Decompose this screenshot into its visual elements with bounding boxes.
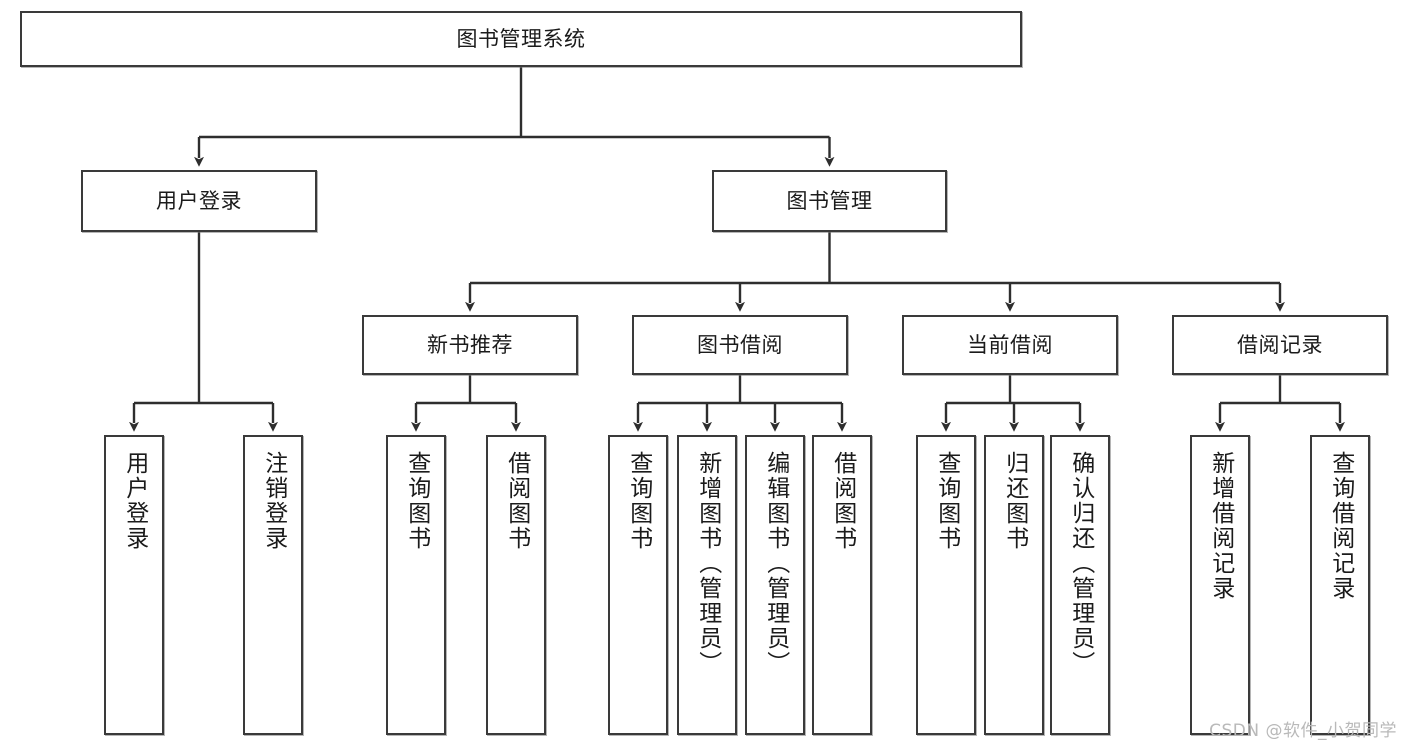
leaf-add-record-box[interactable]: 新增借阅记录 bbox=[1190, 435, 1250, 735]
new-book-rec-box[interactable]: 新书推荐 bbox=[362, 315, 578, 375]
node-label: 确认归还（管理员） bbox=[1067, 451, 1094, 676]
node-label: 用户登录 bbox=[121, 451, 148, 551]
node-label: 图书借阅 bbox=[697, 332, 783, 357]
leaf-query-book-3-box[interactable]: 查询图书 bbox=[916, 435, 976, 735]
leaf-logout-box[interactable]: 注销登录 bbox=[243, 435, 303, 735]
leaf-query-book-2-box[interactable]: 查询图书 bbox=[608, 435, 668, 735]
node-label: 借阅图书 bbox=[503, 451, 530, 551]
csdn-watermark: CSDN @软件_小贺同学 bbox=[1209, 721, 1397, 741]
node-label: 查询图书 bbox=[625, 451, 652, 551]
leaf-add-book-box[interactable]: 新增图书（管理员） bbox=[677, 435, 737, 735]
leaf-user-login-box[interactable]: 用户登录 bbox=[104, 435, 164, 735]
leaf-return-book-box[interactable]: 归还图书 bbox=[984, 435, 1044, 735]
leaf-borrow-book-1-box[interactable]: 借阅图书 bbox=[486, 435, 546, 735]
node-label: 当前借阅 bbox=[967, 332, 1053, 357]
node-label: 图书管理系统 bbox=[456, 26, 586, 51]
leaf-query-record-box[interactable]: 查询借阅记录 bbox=[1310, 435, 1370, 735]
node-label: 查询借阅记录 bbox=[1327, 451, 1354, 601]
node-label: 归还图书 bbox=[1001, 451, 1028, 551]
node-label: 查询图书 bbox=[403, 451, 430, 551]
book-mgmt-box[interactable]: 图书管理 bbox=[712, 170, 947, 232]
node-label: 新增借阅记录 bbox=[1207, 451, 1234, 601]
node-label: 借阅记录 bbox=[1237, 332, 1323, 357]
node-label: 用户登录 bbox=[156, 188, 242, 213]
root-box[interactable]: 图书管理系统 bbox=[20, 11, 1022, 67]
leaf-confirm-return-box[interactable]: 确认归还（管理员） bbox=[1050, 435, 1110, 735]
node-label: 借阅图书 bbox=[829, 451, 856, 551]
node-label: 注销登录 bbox=[260, 451, 287, 551]
node-label: 新增图书（管理员） bbox=[694, 451, 721, 676]
leaf-query-book-1-box[interactable]: 查询图书 bbox=[386, 435, 446, 735]
node-label: 编辑图书（管理员） bbox=[762, 451, 789, 676]
node-label: 新书推荐 bbox=[427, 332, 513, 357]
node-label: 查询图书 bbox=[933, 451, 960, 551]
user-login-box[interactable]: 用户登录 bbox=[81, 170, 317, 232]
current-borrow-box[interactable]: 当前借阅 bbox=[902, 315, 1118, 375]
leaf-edit-book-box[interactable]: 编辑图书（管理员） bbox=[745, 435, 805, 735]
borrow-record-box[interactable]: 借阅记录 bbox=[1172, 315, 1388, 375]
node-label: 图书管理 bbox=[786, 188, 873, 213]
leaf-borrow-book-2-box[interactable]: 借阅图书 bbox=[812, 435, 872, 735]
book-borrow-box[interactable]: 图书借阅 bbox=[632, 315, 848, 375]
